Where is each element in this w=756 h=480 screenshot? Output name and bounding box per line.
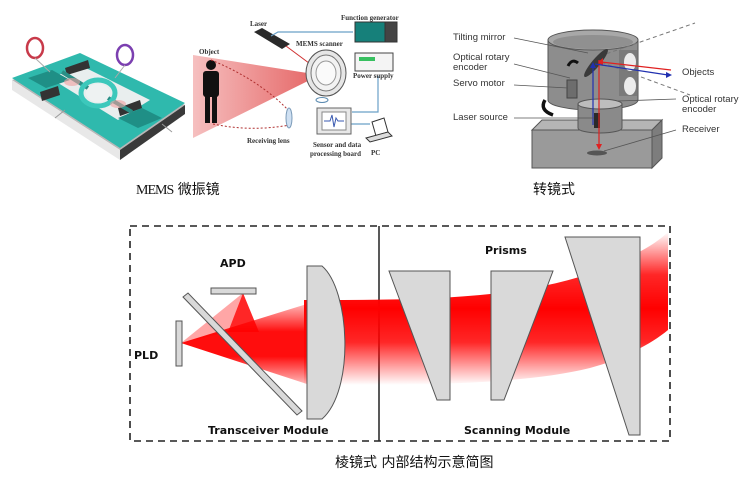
mems-chip-illustration: [12, 36, 185, 160]
prism-1-shape: [388, 270, 451, 401]
label-prisms: Prisms: [485, 244, 527, 257]
label-optical-rotary-encoder-right-line2: encoder: [682, 104, 717, 115]
label-laser-source: Laser source: [453, 112, 508, 123]
caption-rotating-mirror: 转镜式: [533, 182, 575, 198]
pc-laptop-icon: [365, 117, 393, 143]
mems-system-illustration: [193, 21, 398, 143]
label-scanning-module: Scanning Module: [464, 424, 571, 437]
apd-plate: [210, 287, 257, 295]
person-icon: [203, 60, 219, 123]
apd-reflection-beam: [228, 293, 259, 332]
rotating-mirror-illustration: [513, 22, 696, 170]
label-transceiver-module: Transceiver Module: [208, 424, 329, 437]
label-receiver: Receiver: [682, 124, 720, 135]
label-sensor-board-line2: processing board: [310, 150, 362, 158]
caption-mems: MEMS 微振镜: [136, 179, 220, 199]
laser-beam-cone: [181, 303, 310, 385]
function-generator-icon: [354, 21, 398, 43]
prism-3-shape: [564, 236, 641, 436]
laser-beam-curved: [304, 232, 668, 385]
collimating-lens: [306, 265, 346, 420]
label-sensor-board-line1: Sensor and data: [313, 141, 362, 149]
label-apd: APD: [220, 257, 246, 270]
label-tilting-mirror: Tilting mirror: [453, 32, 506, 43]
tilting-mirror-icon: [584, 48, 608, 78]
sensor-board-icon: [316, 107, 352, 135]
laser-icon: [254, 28, 290, 49]
power-supply-icon: [354, 52, 394, 72]
label-function-generator: Function generator: [341, 14, 399, 22]
label-pld: PLD: [134, 349, 159, 362]
prism-2-shape: [490, 270, 554, 401]
label-object: Object: [199, 48, 220, 56]
beam-splitter: [182, 292, 303, 416]
label-objects: Objects: [682, 67, 715, 78]
label-optical-rotary-encoder-right-line1: Optical rotary: [682, 94, 739, 105]
outer-dashed-frame: [129, 225, 671, 442]
label-optical-rotary-encoder-left-line1: Optical rotary: [453, 52, 510, 63]
receiving-lens-icon: [285, 107, 293, 129]
label-power-supply: Power supply: [353, 72, 394, 80]
caption-mems-latin: MEMS: [136, 183, 174, 198]
label-laser: Laser: [250, 20, 268, 28]
label-pc: PC: [371, 149, 381, 157]
label-optical-rotary-encoder-left-line2: encoder: [453, 62, 488, 73]
label-servo-motor: Servo motor: [453, 78, 505, 89]
pld-plate: [175, 320, 183, 367]
label-receiving-lens: Receiving lens: [247, 137, 290, 145]
caption-prism: 棱镜式 内部结构示意简图: [335, 455, 494, 471]
caption-mems-cn: 微振镜: [177, 182, 220, 198]
label-mems-scanner: MEMS scanner: [296, 40, 343, 48]
mems-scanner-icon: [305, 49, 347, 103]
